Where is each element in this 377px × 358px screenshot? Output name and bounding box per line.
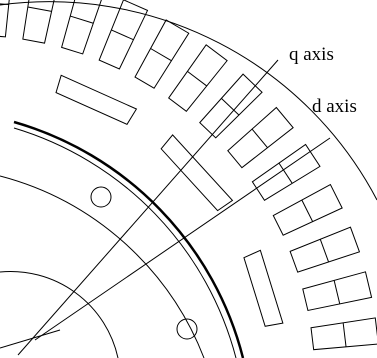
- reference-line: [0, 329, 61, 349]
- d-axis-label: d axis: [312, 96, 357, 117]
- q-axis-label: q axis: [289, 44, 334, 65]
- slot-divider: [27, 6, 52, 12]
- slot-divider: [342, 322, 347, 347]
- stator-slot: [98, 0, 149, 70]
- slot-divider: [70, 15, 94, 24]
- stator-slot: [302, 271, 373, 312]
- slot-divider: [301, 199, 314, 222]
- rotor-inner-boundary-arc: [0, 175, 205, 358]
- stator-slot: [272, 183, 343, 236]
- slot-divider: [333, 280, 341, 305]
- stator-slot: [134, 19, 190, 89]
- rotor-outer-arc: [13, 120, 245, 358]
- slot-divider: [187, 71, 208, 87]
- stator-slot: [289, 226, 361, 273]
- d-axis-line: [34, 137, 331, 341]
- slot-divider: [251, 128, 268, 148]
- rotor-magnet: [160, 134, 234, 212]
- shaft-arc: [0, 271, 119, 358]
- air-gap-arc: [13, 127, 237, 358]
- rotor-hole-1: [90, 186, 112, 208]
- stator-slot: [251, 143, 321, 201]
- rotor-hole-2: [176, 318, 198, 340]
- slot-divider: [0, 3, 9, 5]
- stator-outer-arc: [0, 1, 377, 201]
- stator-slot: [310, 317, 377, 351]
- rotor-magnets: [55, 74, 284, 327]
- rotor-magnet: [55, 74, 138, 126]
- rotor-magnet: [243, 249, 284, 327]
- slot-divider: [278, 162, 293, 184]
- stator-slot: [168, 44, 228, 112]
- slot-divider: [319, 239, 330, 263]
- stator-slot: [61, 0, 102, 55]
- slot-divider: [221, 98, 240, 116]
- slot-divider: [150, 48, 172, 62]
- slot-divider: [111, 29, 134, 41]
- stator-slot: [199, 73, 263, 139]
- stator-slot: [227, 106, 294, 169]
- q-axis-line: [17, 59, 279, 356]
- stator-slot: [22, 0, 55, 44]
- stator-slot: [0, 0, 10, 38]
